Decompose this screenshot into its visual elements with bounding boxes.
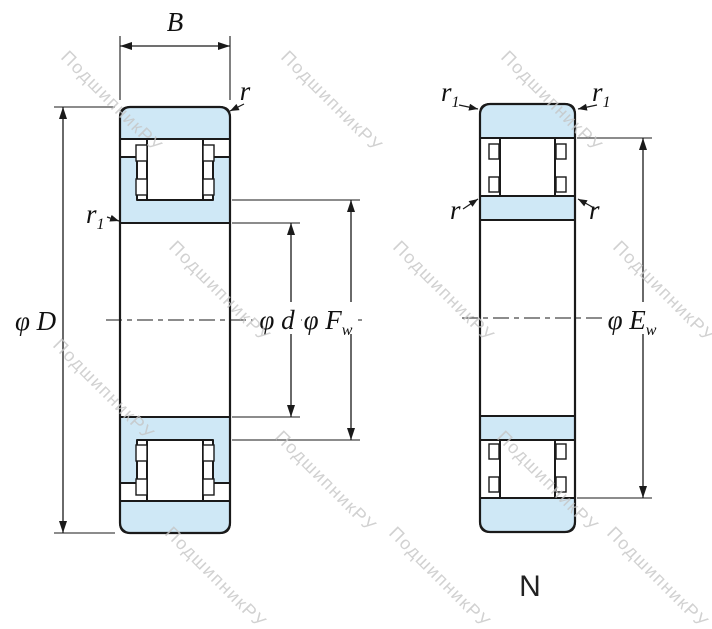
cage-segment — [202, 444, 215, 462]
label-background — [253, 302, 301, 334]
cage-segment — [202, 144, 215, 162]
cage-segment — [488, 176, 500, 193]
cage-segment — [135, 444, 148, 462]
dim-label-B: B — [167, 7, 184, 37]
cage-segment — [202, 478, 215, 496]
bearing-outline — [478, 102, 577, 534]
inner-ring-bottom-section — [479, 415, 576, 441]
left-bearing-view — [106, 105, 362, 535]
dim-label-phi-d: φ d — [259, 305, 295, 335]
dim-label-phi-Fw: φ Fw — [304, 305, 353, 339]
cage-segment — [135, 178, 148, 196]
roller-top — [499, 137, 556, 197]
watermark: ПодшипникРУ — [161, 523, 270, 629]
roller-top — [146, 138, 204, 201]
cage-segment — [488, 443, 500, 460]
cage-segment — [135, 144, 148, 162]
cage-segment — [135, 478, 148, 496]
left-view-dimensions: B r r1 φ D φ d φ Fw — [15, 7, 360, 534]
leader-line-r1 — [106, 214, 120, 222]
leader-line-r1-left — [458, 103, 479, 111]
cage-segment — [555, 443, 567, 460]
right-bearing-view — [462, 102, 664, 534]
label-background — [302, 302, 358, 334]
dim-label-r1: r1 — [86, 199, 105, 233]
type-designation: N — [519, 570, 541, 603]
roller-bottom — [146, 439, 204, 502]
dim-label-r-left: r — [450, 195, 461, 225]
leader-line-r — [229, 103, 245, 112]
dim-label-r-right: r — [589, 195, 600, 225]
leader-line-r-left — [462, 198, 479, 210]
cage-segment — [488, 476, 500, 493]
cage-segment — [555, 476, 567, 493]
watermark: ПодшипникРУ — [57, 47, 166, 156]
cage-segment — [202, 178, 215, 196]
inner-ring-top-section — [479, 195, 576, 221]
leader-line-r-right — [577, 198, 597, 210]
cage-segment — [555, 176, 567, 193]
dim-label-r1-right: r1 — [592, 77, 611, 111]
watermark: ПодшипникРУ — [603, 523, 712, 629]
watermark: ПодшипникРУ — [385, 523, 494, 629]
right-view-dimensions: r1 r1 r r φ Ew N — [441, 77, 664, 603]
cage-segment — [555, 143, 567, 160]
watermark: ПодшипникРУ — [277, 47, 386, 156]
dim-label-phi-Ew: φ Ew — [608, 305, 657, 339]
dim-label-r1-left: r1 — [441, 77, 460, 111]
dim-label-r: r — [240, 76, 251, 106]
dim-label-phi-D: φ D — [15, 306, 57, 336]
label-background — [602, 302, 664, 334]
cage-segment — [488, 143, 500, 160]
watermark: ПодшипникРУ — [271, 427, 380, 536]
leader-line-r1-right — [577, 103, 598, 111]
roller-bottom — [499, 439, 556, 499]
